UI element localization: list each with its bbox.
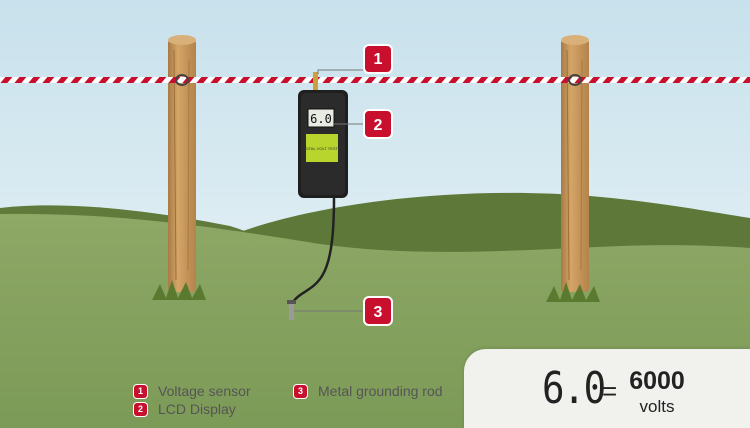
ground-cable [290,196,336,305]
device-label-text: DIGITAL VOLT TESTER [300,146,343,151]
callout-badge-3: 3 [363,296,393,326]
legend-label-lcd-display: LCD Display [158,401,236,417]
device-lcd-screen [307,108,335,128]
device-lcd-value: 6.0 [310,112,332,126]
legend-label-voltage-sensor: Voltage sensor [158,383,251,399]
insulator-left [175,74,189,86]
grass-tuft-left [152,280,206,300]
volt-tester-device: 6.0 DIGITAL VOLT TESTER [298,90,348,198]
legend-item-grounding-rod: 3 Metal grounding rod [294,383,443,399]
svg-text:3: 3 [374,304,383,321]
readout-unit: volts [639,397,675,416]
svg-text:2: 2 [374,117,383,134]
legend-item-lcd-display: 2 LCD Display [134,401,236,417]
readout-volts-value: 6000 [629,367,685,395]
legend-label-grounding-rod: Metal grounding rod [318,383,443,399]
readout-lcd-value: 6.0 [542,363,606,414]
fence-post-left [168,35,196,292]
grounding-rod [289,300,294,320]
readout-equals-sign: = [602,376,618,406]
voltage-readout-panel: 6.0 = 6000 volts [464,349,750,428]
device-label-panel [306,134,338,162]
fence-tape [0,77,750,83]
legend-item-voltage-sensor: 1 Voltage sensor [134,383,251,399]
callout-badge-1: 1 [363,44,393,74]
legend-badge-2: 2 [134,402,147,416]
fence-post-right [561,35,589,292]
svg-text:1: 1 [374,51,383,68]
callout-badge-2: 2 [363,109,393,139]
grounding-rod-clip [287,300,296,304]
leader-line-1 [317,69,366,74]
insulator-right [568,74,582,86]
legend-badge-1: 1 [134,384,147,398]
far-hill-right [240,192,750,260]
voltage-sensor-probe [313,72,318,92]
legend-badge-3: 3 [294,384,307,398]
grass-tuft-right [546,282,600,302]
